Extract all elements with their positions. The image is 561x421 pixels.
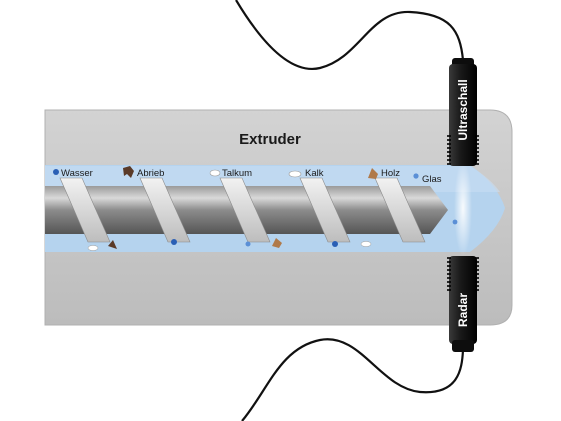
talc-icon xyxy=(209,169,221,177)
abrasion-icon xyxy=(123,166,134,178)
lime-particle xyxy=(87,245,99,251)
material-label-kalk: Kalk xyxy=(305,168,324,179)
water-drop-icon xyxy=(53,169,59,175)
water-particle xyxy=(332,241,338,247)
talc-particle xyxy=(360,241,372,247)
extruder-screw xyxy=(45,177,448,243)
screw-flight xyxy=(59,177,111,243)
material-label-talkum: Talkum xyxy=(222,168,252,179)
water-particle xyxy=(171,239,177,245)
lime-icon xyxy=(288,170,302,178)
material-label-wasser: Wasser xyxy=(61,168,93,179)
wood-particle xyxy=(272,238,282,248)
radar-sensor: Radar xyxy=(447,256,479,352)
material-label-abrieb: Abrieb xyxy=(137,168,164,179)
wood-icon xyxy=(368,168,378,179)
ultrasonic-cable xyxy=(235,0,465,70)
glass-particle xyxy=(245,241,251,247)
screw-flight xyxy=(299,177,351,243)
glass-bead-icon xyxy=(413,173,419,179)
screw-flight xyxy=(139,177,191,243)
ultrasonic-sensor-label: Ultraschall xyxy=(456,79,470,140)
material-labels: Wasser Abrieb Talkum Kalk Holz Glas xyxy=(53,166,442,185)
radar-cable xyxy=(241,338,465,421)
material-label-glas: Glas xyxy=(422,174,442,185)
abrasion-particle xyxy=(108,240,117,249)
radar-sensor-label: Radar xyxy=(456,293,470,327)
screw-flight xyxy=(374,177,426,243)
ultrasonic-sensor: Ultraschall xyxy=(447,58,479,166)
glass-particle xyxy=(452,219,458,225)
melt-particles xyxy=(87,219,458,251)
diagram-title: Extruder xyxy=(239,131,301,148)
ultrasound-beam xyxy=(454,160,472,256)
screw-flight xyxy=(219,177,271,243)
material-label-holz: Holz xyxy=(381,168,400,179)
